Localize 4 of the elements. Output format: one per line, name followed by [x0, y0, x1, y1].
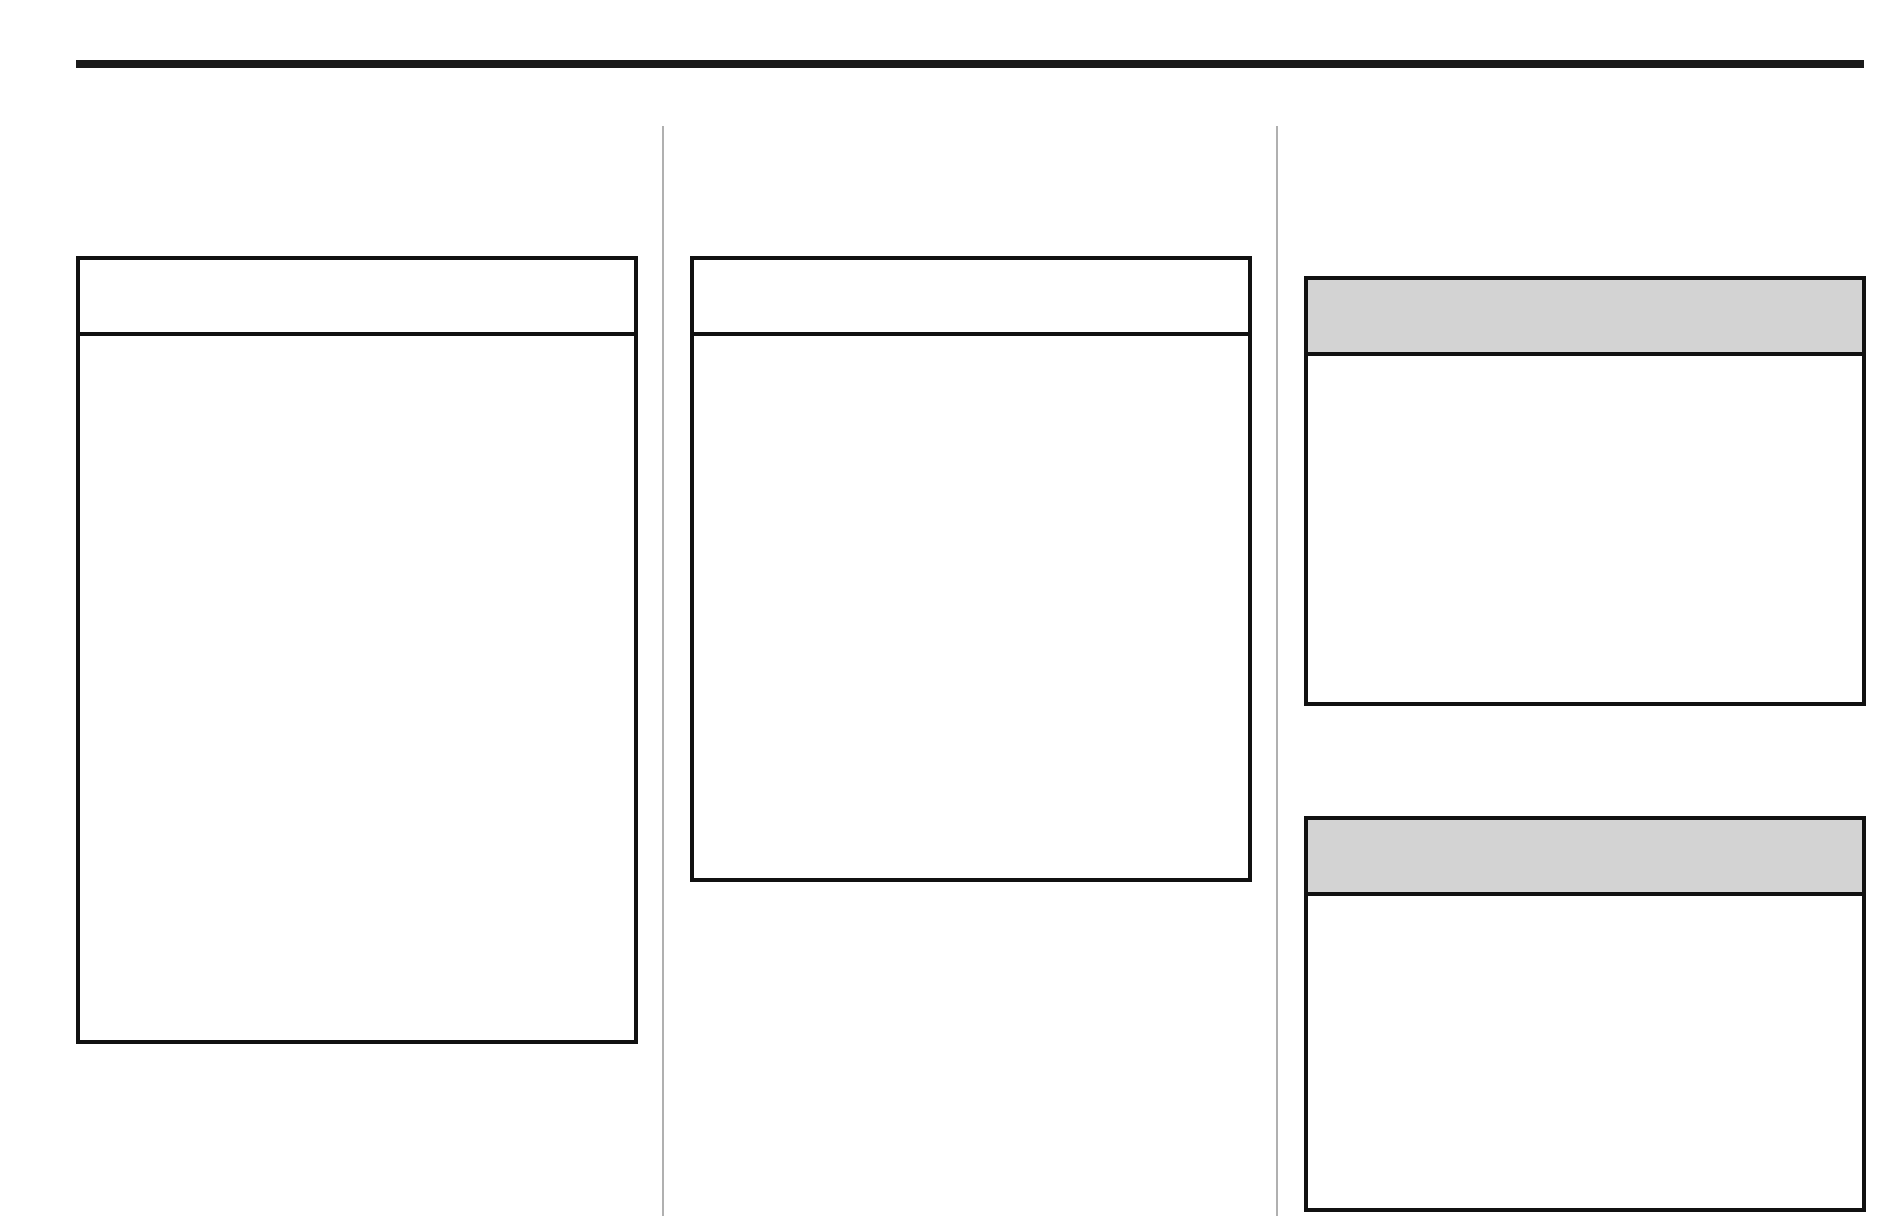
table-box [1304, 276, 1866, 706]
table-box [1304, 816, 1866, 1212]
table-box [690, 256, 1252, 882]
table-box [76, 256, 638, 1044]
